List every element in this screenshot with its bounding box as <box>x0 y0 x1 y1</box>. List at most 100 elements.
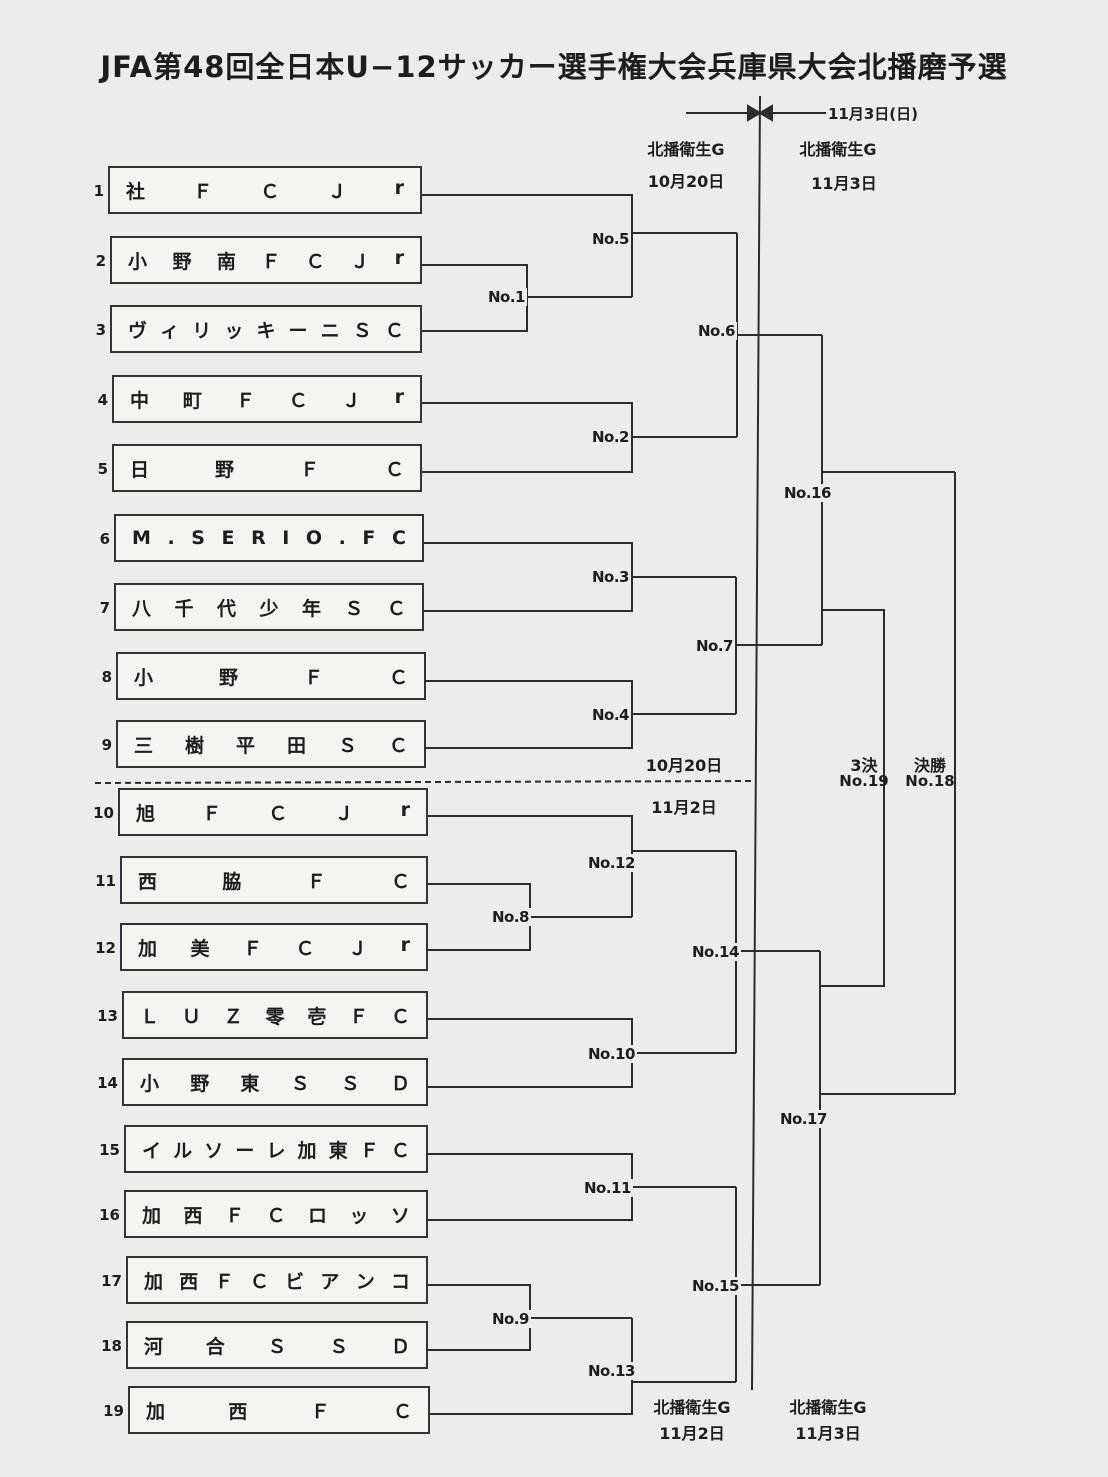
team-name-char: Ｃ <box>288 389 308 412</box>
team-name-char: 加 <box>138 937 158 960</box>
team-name-char: I <box>282 527 290 549</box>
team-name-char: 小 <box>134 666 154 689</box>
date-divider-horizontal <box>94 780 756 784</box>
line-match-5 <box>422 194 737 297</box>
team-name-char: 壱 <box>307 1005 327 1028</box>
team-name-char: Ｃ <box>390 870 410 893</box>
team-seed-number: 1 <box>93 182 104 200</box>
team-name-char: イ <box>142 1139 162 1162</box>
team-seed-number: 9 <box>101 736 112 754</box>
team-name-char: 零 <box>265 1005 285 1028</box>
match-label: No.11 <box>582 1179 633 1197</box>
third-place-match-no: No.19 <box>839 772 889 790</box>
team-name-char: Ｆ <box>306 870 326 893</box>
line-match-13 <box>430 1318 736 1415</box>
team-name-char: Ｃ <box>249 1270 269 1293</box>
team-name-char: Ｆ <box>359 1139 379 1162</box>
team-seed-number: 3 <box>95 321 106 339</box>
team-name-char: 東 <box>240 1072 260 1095</box>
line-match-10 <box>428 1018 736 1088</box>
mid-date-top: 10月20日 <box>645 756 723 775</box>
team-name-char: C <box>391 527 406 549</box>
team-name-char: Ｃ <box>266 1204 286 1227</box>
team-name-char: Ｆ <box>193 180 213 203</box>
team-name-char: Ｆ <box>202 802 222 825</box>
team-name-char: ア <box>320 1270 340 1293</box>
team-name-char: 小 <box>140 1072 160 1095</box>
team-seed-number: 2 <box>95 252 106 270</box>
team-name-char: Ｊ <box>341 389 361 412</box>
team-name-char: 年 <box>301 597 321 620</box>
team-name-char: 野 <box>218 666 238 689</box>
team-name-char: 野 <box>190 1072 210 1095</box>
match-label: No.7 <box>694 637 735 655</box>
team-name-char: ヴ <box>128 319 148 342</box>
line-match-7 <box>735 577 822 714</box>
team-name-char: 西 <box>228 1400 248 1423</box>
third-place-label: 3決 <box>850 756 878 775</box>
team-name-char: Ｌ <box>140 1005 160 1028</box>
team-seed-number: 19 <box>103 1402 124 1420</box>
team-name-char: レ <box>266 1139 286 1162</box>
team-name-char: . <box>167 527 175 549</box>
footer-left-venue: 北播衛生G <box>653 1398 731 1417</box>
team-name-char: r <box>394 176 404 199</box>
team-name-char: Ｊ <box>334 802 354 825</box>
team-name-char: Ｃ <box>390 1139 410 1162</box>
team-name-char: ロ <box>307 1204 327 1227</box>
match-label: No.10 <box>586 1045 637 1063</box>
team-seed-number: 13 <box>97 1007 118 1025</box>
team-name-char: ソ <box>204 1139 224 1162</box>
team-name-char: Ｃ <box>305 250 325 273</box>
team-name-char: Ｕ <box>181 1005 201 1028</box>
team-name-char: Ｆ <box>214 1270 234 1293</box>
team-seed-number: 8 <box>101 668 112 686</box>
match-label: No.3 <box>590 568 631 586</box>
team-name-char: Ｆ <box>299 458 319 481</box>
team-name-char: 三 <box>134 734 154 757</box>
team-name-char: R <box>251 527 266 549</box>
match-label: No.2 <box>590 428 631 446</box>
team-seed-number: 5 <box>97 460 108 478</box>
team-name-char: 合 <box>205 1335 225 1358</box>
team-name-char: 美 <box>190 937 210 960</box>
team-name-char: ー <box>288 319 308 342</box>
team-name-char: 日 <box>130 458 150 481</box>
team-name-char: 加 <box>144 1270 164 1293</box>
team-name-char: Ｆ <box>235 389 255 412</box>
match-label: No.6 <box>696 322 737 340</box>
team-name-char: 東 <box>328 1139 348 1162</box>
team-name-char: 脇 <box>222 870 242 893</box>
team-name-char: Ｄ <box>390 1335 410 1358</box>
line-match-2 <box>422 402 737 473</box>
team-name-char: ソ <box>390 1204 410 1227</box>
team-name-char: 旭 <box>136 802 156 825</box>
team-name-char: ル <box>173 1139 193 1162</box>
team-seed-number: 10 <box>93 804 114 822</box>
match-label: No.4 <box>590 706 631 724</box>
team-name-char: Ｓ <box>352 319 372 342</box>
team-name-char: Ｊ <box>350 250 370 273</box>
team-name-char: r <box>400 798 410 821</box>
team-name-char: ー <box>235 1139 255 1162</box>
team-name-char: 平 <box>235 734 255 757</box>
team-name-char: Ｊ <box>327 180 347 203</box>
